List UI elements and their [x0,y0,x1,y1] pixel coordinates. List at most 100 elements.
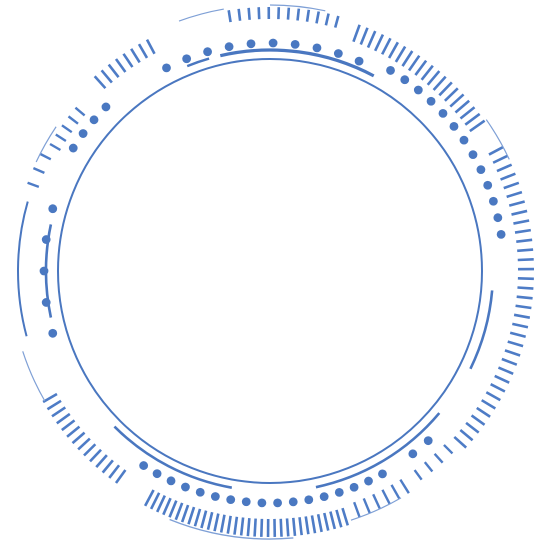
tick-mark [333,15,340,28]
tick-mark [513,219,530,225]
dot-marker [203,47,212,57]
tick-mark [174,502,184,521]
arc-segment [269,4,326,12]
tick-mark [335,509,343,528]
tick-mark [476,406,491,418]
dot-marker [241,497,251,507]
tick-mark [503,181,520,190]
dot-marker [333,49,343,58]
dot-marker [246,39,256,49]
tick-mark [61,419,76,432]
tick-mark [372,493,381,510]
tick-mark [200,510,208,529]
tick-mark [193,508,202,527]
tick-mark [426,70,441,86]
arc-segment [315,412,441,489]
dot-marker [195,487,205,497]
dot-marker [162,63,171,73]
tick-mark [315,11,321,24]
dot-marker [257,498,267,508]
tick-mark [359,27,369,46]
tick-mark [514,228,532,234]
dot-marker [48,204,58,214]
dot-marker [89,115,99,125]
tick-mark [470,414,486,426]
dot-marker [488,196,498,206]
inner-ring-circle [57,58,483,484]
dot-marker [378,469,387,479]
tick-mark [387,41,399,59]
tick-mark [305,9,311,22]
tick-mark [438,81,453,97]
tick-mark [420,64,434,81]
tick-mark [515,304,532,310]
tick-mark [316,514,323,533]
arc-segment [22,351,46,402]
tick-mark [454,99,470,114]
dot-marker [273,498,282,508]
tick-mark [501,357,518,366]
tick-mark [74,106,86,117]
tick-mark [399,478,410,494]
tick-mark [511,209,528,216]
dot-marker [152,469,162,479]
tick-mark [71,431,86,445]
tick-mark [93,75,107,90]
tick-mark [324,13,330,26]
arc-segment [186,57,210,68]
tick-mark [513,313,531,319]
dot-marker [483,180,493,190]
dot-marker [426,96,436,106]
arc-segment [35,126,57,163]
tick-mark [469,119,486,133]
tick-mark [46,399,62,411]
dot-marker [268,38,278,48]
tick-mark [381,489,391,505]
dot-marker [386,66,395,75]
tick-mark [95,454,108,468]
tick-mark [323,512,330,531]
tick-mark [233,516,239,535]
dot-marker [468,150,478,159]
tick-mark [246,518,251,537]
tick-mark [27,181,40,188]
tick-mark [213,513,220,532]
tick-mark [517,248,534,253]
arc-segment [169,518,294,540]
tick-mark [156,495,166,513]
dot-marker [408,449,418,459]
tick-mark [449,93,465,108]
dot-marker [166,476,176,486]
tick-mark [492,154,509,164]
dot-marker [400,75,410,85]
tick-mark [149,492,161,510]
tick-mark [310,515,317,534]
dot-marker [288,497,298,507]
tick-mark [239,517,245,536]
tick-mark [56,412,71,425]
dot-marker [493,213,503,223]
tick-mark [485,391,501,402]
tick-mark [130,48,141,64]
tick-mark [114,58,127,73]
tick-mark [373,34,385,52]
arc-segment [113,425,233,489]
tick-mark [490,383,506,393]
tick-mark [500,172,516,181]
tick-mark [298,517,303,536]
tick-mark [432,75,447,91]
dot-marker [413,85,423,95]
tick-mark [296,8,301,21]
tick-mark [226,515,232,534]
tick-mark [61,124,73,134]
tick-mark [168,500,178,518]
tick-mark [494,374,510,384]
dot-marker [48,328,58,338]
tick-mark [453,435,468,449]
tick-mark [353,501,361,518]
dot-marker [78,129,88,138]
tick-mark [108,464,121,479]
tick-mark [504,349,521,357]
dot-marker [334,488,344,497]
